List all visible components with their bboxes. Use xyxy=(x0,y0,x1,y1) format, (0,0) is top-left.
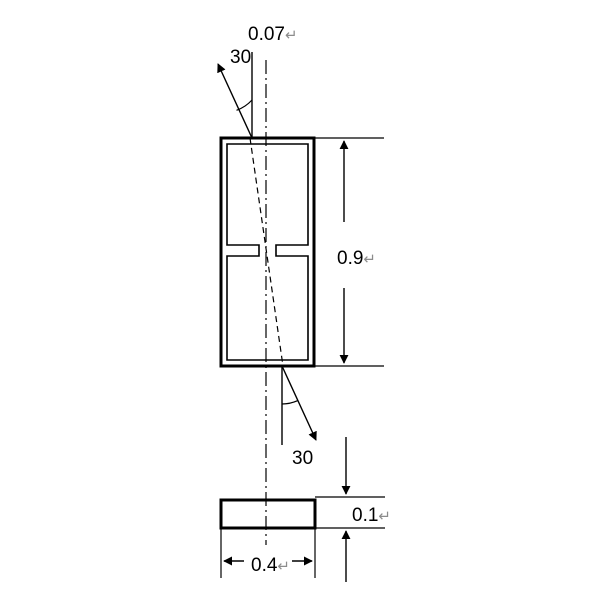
top-angle-arrow xyxy=(217,63,253,139)
component-outer-frame xyxy=(219,136,316,368)
component-inner-outline xyxy=(226,143,309,361)
thickness-label: 0.1↵ xyxy=(352,505,391,526)
top-angle-label: 30 xyxy=(230,47,251,68)
top-offset-label: 0.07↵ xyxy=(248,24,298,45)
component-side-view xyxy=(219,498,317,530)
width-label: 0.4↵ xyxy=(251,555,290,576)
bottom-angle-arrow xyxy=(281,365,317,441)
tilted-axis xyxy=(249,137,284,367)
height-label: 0.9↵ xyxy=(337,248,376,269)
bottom-angle-label: 30 xyxy=(292,448,313,469)
top-angle-arc xyxy=(236,99,253,111)
bottom-angle-arc xyxy=(281,400,298,405)
